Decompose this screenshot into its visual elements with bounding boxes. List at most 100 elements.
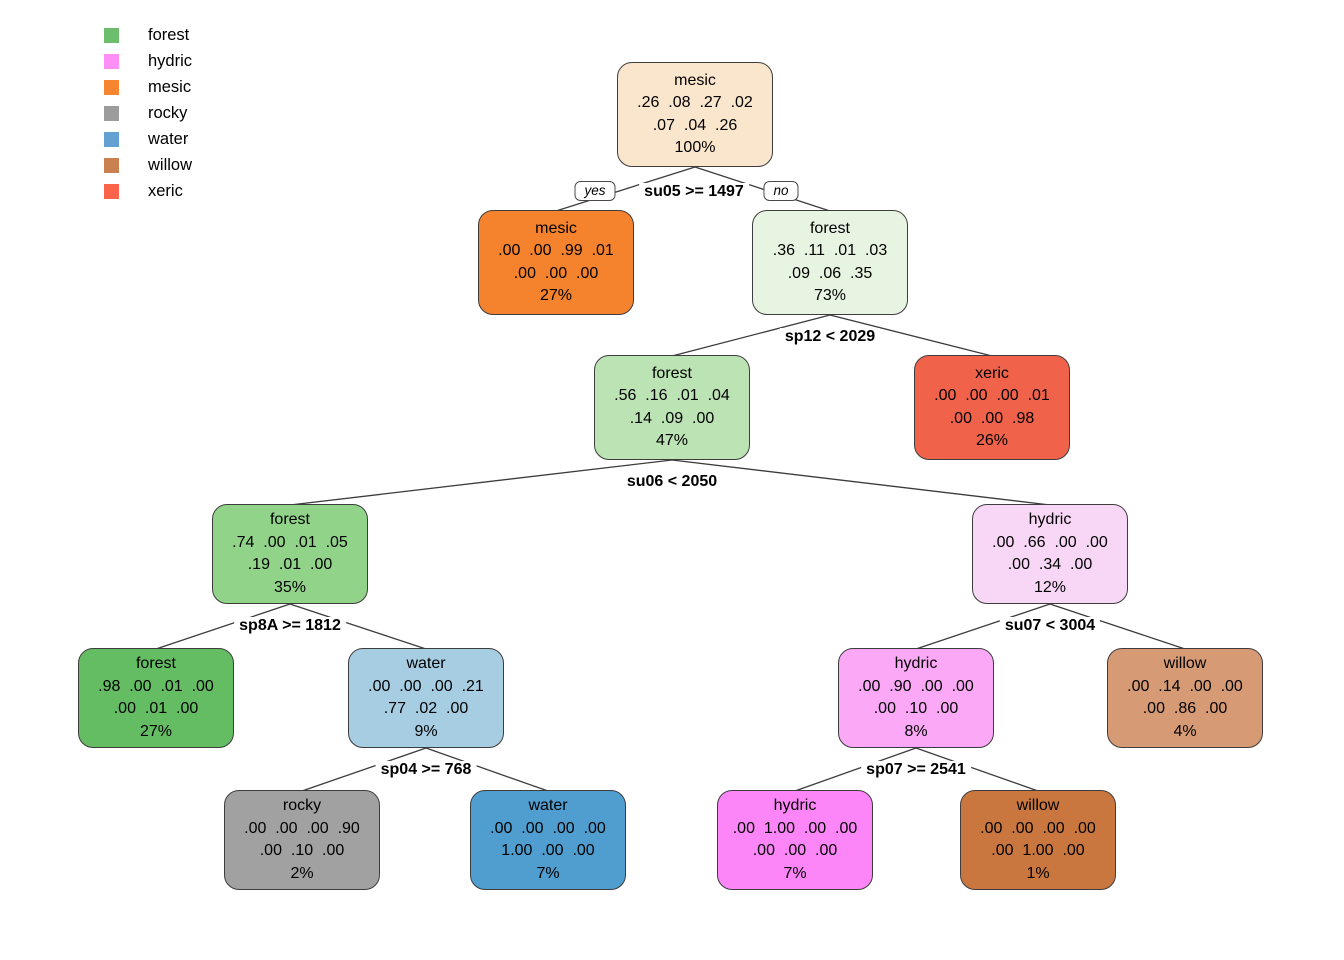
node-class-label: forest — [809, 219, 850, 237]
no-label: no — [763, 181, 799, 201]
node-class-label: hydric — [1028, 511, 1072, 528]
tree-node-willow-4: willow .00 .14 .00 .00 .00 .86 .00 4% — [1107, 648, 1263, 748]
legend-item-willow: willow — [104, 152, 192, 178]
node-coverage-pct: 9% — [414, 722, 438, 740]
node-probs-line1: .00 .00 .00 .01 — [934, 387, 1050, 404]
legend-item-forest: forest — [104, 22, 192, 48]
node-probs-line2: .09 .06 .35 — [787, 264, 873, 282]
node-class-label: water — [406, 655, 446, 672]
legend-label: hydric — [148, 52, 193, 70]
split-label-sp04: sp04 >= 768 — [375, 761, 477, 779]
node-coverage-pct: 27% — [139, 722, 173, 740]
node-probs-line2: .00 .86 .00 — [1142, 700, 1228, 717]
node-probs-line1: .74 .00 .01 .05 — [232, 533, 348, 551]
node-coverage-pct: 7% — [783, 864, 807, 882]
node-class-label: hydric — [773, 797, 817, 814]
node-probs-line1: .00 .00 .00 .21 — [368, 677, 484, 695]
node-class-label: water — [528, 797, 568, 814]
tree-node-water-9: water .00 .00 .00 .21 .77 .02 .00 9% — [348, 648, 504, 748]
node-class-label: rocky — [282, 797, 322, 814]
class-legend: forest hydric mesic rocky water willow x… — [104, 22, 192, 204]
tree-node-forest-73: forest .36 .11 .01 .03 .09 .06 .35 73% — [752, 210, 908, 315]
node-probs-line2: .00 .00 .00 — [752, 842, 838, 859]
node-probs-line2: .00 .34 .00 — [1007, 556, 1093, 573]
node-coverage-pct: 12% — [1033, 578, 1067, 596]
node-class-label: forest — [135, 655, 176, 672]
node-coverage-pct: 26% — [975, 432, 1009, 449]
node-probs-line2: 1.00 .00 .00 — [501, 842, 595, 859]
split-label-su05: su05 >= 1497 — [639, 183, 749, 201]
legend-swatch-xeric — [104, 183, 119, 199]
node-class-label: mesic — [535, 219, 577, 237]
node-probs-line2: .00 .01 .00 — [113, 700, 199, 717]
legend-item-rocky: rocky — [104, 100, 192, 126]
node-class-label: forest — [269, 511, 310, 528]
node-probs-line2: .00 .10 .00 — [873, 700, 959, 717]
split-label-su06: su06 < 2050 — [621, 473, 723, 491]
node-class-label: forest — [651, 364, 692, 382]
node-coverage-pct: 100% — [674, 139, 716, 156]
node-probs-line1: .98 .00 .01 .00 — [98, 677, 214, 695]
legend-swatch-hydric — [104, 53, 119, 69]
node-probs-line1: .00 .00 .99 .01 — [498, 242, 614, 259]
node-coverage-pct: 2% — [290, 864, 314, 882]
split-label-sp8A: sp8A >= 1812 — [234, 617, 346, 635]
tree-node-mesic-27: mesic .00 .00 .99 .01 .00 .00 .00 27% — [478, 210, 634, 315]
tree-node-rocky-2: rocky .00 .00 .00 .90 .00 .10 .00 2% — [224, 790, 380, 890]
tree-node-hydric-8: hydric .00 .90 .00 .00 .00 .10 .00 8% — [838, 648, 994, 748]
legend-label: mesic — [148, 78, 192, 96]
yes-label: yes — [574, 181, 616, 201]
node-probs-line1: .26 .08 .27 .02 — [637, 94, 753, 111]
node-coverage-pct: 4% — [1173, 722, 1197, 740]
node-probs-line2: .19 .01 .00 — [247, 556, 333, 573]
tree-node-root-mesic: mesic .26 .08 .27 .02 .07 .04 .26 100% — [617, 62, 773, 167]
node-class-label: xeric — [975, 364, 1009, 382]
legend-label: rocky — [148, 104, 188, 122]
node-probs-line2: .00 .00 .98 — [949, 409, 1035, 427]
node-class-label: willow — [1163, 655, 1207, 672]
tree-node-forest-27: forest .98 .00 .01 .00 .00 .01 .00 27% — [78, 648, 234, 748]
tree-node-water-7: water .00 .00 .00 .00 1.00 .00 .00 7% — [470, 790, 626, 890]
tree-node-forest-35: forest .74 .00 .01 .05 .19 .01 .00 35% — [212, 504, 368, 604]
node-probs-line2: .00 .10 .00 — [259, 842, 345, 859]
legend-swatch-forest — [104, 27, 119, 43]
node-probs-line1: .00 1.00 .00 .00 — [732, 819, 858, 837]
legend-swatch-rocky — [104, 105, 119, 121]
node-coverage-pct: 1% — [1026, 864, 1050, 882]
node-probs-line2: .77 .02 .00 — [383, 700, 469, 717]
node-probs-line2: .00 1.00 .00 — [991, 842, 1085, 859]
legend-item-mesic: mesic — [104, 74, 192, 100]
node-probs-line2: .07 .04 .26 — [652, 116, 738, 134]
node-coverage-pct: 7% — [536, 864, 560, 882]
tree-node-willow-1: willow .00 .00 .00 .00 .00 1.00 .00 1% — [960, 790, 1116, 890]
tree-node-hydric-7: hydric .00 1.00 .00 .00 .00 .00 .00 7% — [717, 790, 873, 890]
split-label-sp07: sp07 >= 2541 — [861, 761, 971, 779]
node-coverage-pct: 27% — [539, 287, 573, 304]
tree-node-xeric-26: xeric .00 .00 .00 .01 .00 .00 .98 26% — [914, 355, 1070, 460]
node-coverage-pct: 8% — [904, 722, 928, 740]
node-probs-line2: .14 .09 .00 — [629, 409, 715, 427]
node-probs-line1: .00 .90 .00 .00 — [858, 677, 974, 695]
node-coverage-pct: 35% — [273, 578, 307, 596]
node-probs-line1: .00 .66 .00 .00 — [992, 533, 1108, 551]
tree-node-forest-47: forest .56 .16 .01 .04 .14 .09 .00 47% — [594, 355, 750, 460]
node-probs-line1: .36 .11 .01 .03 — [772, 242, 888, 259]
node-probs-line1: .00 .00 .00 .00 — [980, 819, 1096, 837]
split-label-sp12: sp12 < 2029 — [779, 328, 881, 346]
legend-item-xeric: xeric — [104, 178, 192, 204]
node-class-label: willow — [1016, 797, 1060, 814]
node-probs-line2: .00 .00 .00 — [513, 264, 599, 282]
node-probs-line1: .00 .00 .00 .90 — [244, 819, 360, 837]
legend-swatch-water — [104, 131, 119, 147]
node-coverage-pct: 73% — [813, 287, 847, 304]
node-class-label: mesic — [674, 71, 716, 89]
legend-label: xeric — [148, 182, 183, 200]
node-class-label: hydric — [894, 655, 938, 672]
legend-item-hydric: hydric — [104, 48, 192, 74]
tree-node-hydric-12: hydric .00 .66 .00 .00 .00 .34 .00 12% — [972, 504, 1128, 604]
node-coverage-pct: 47% — [655, 432, 689, 449]
legend-item-water: water — [104, 126, 192, 152]
split-label-su07: su07 < 3004 — [999, 617, 1101, 635]
